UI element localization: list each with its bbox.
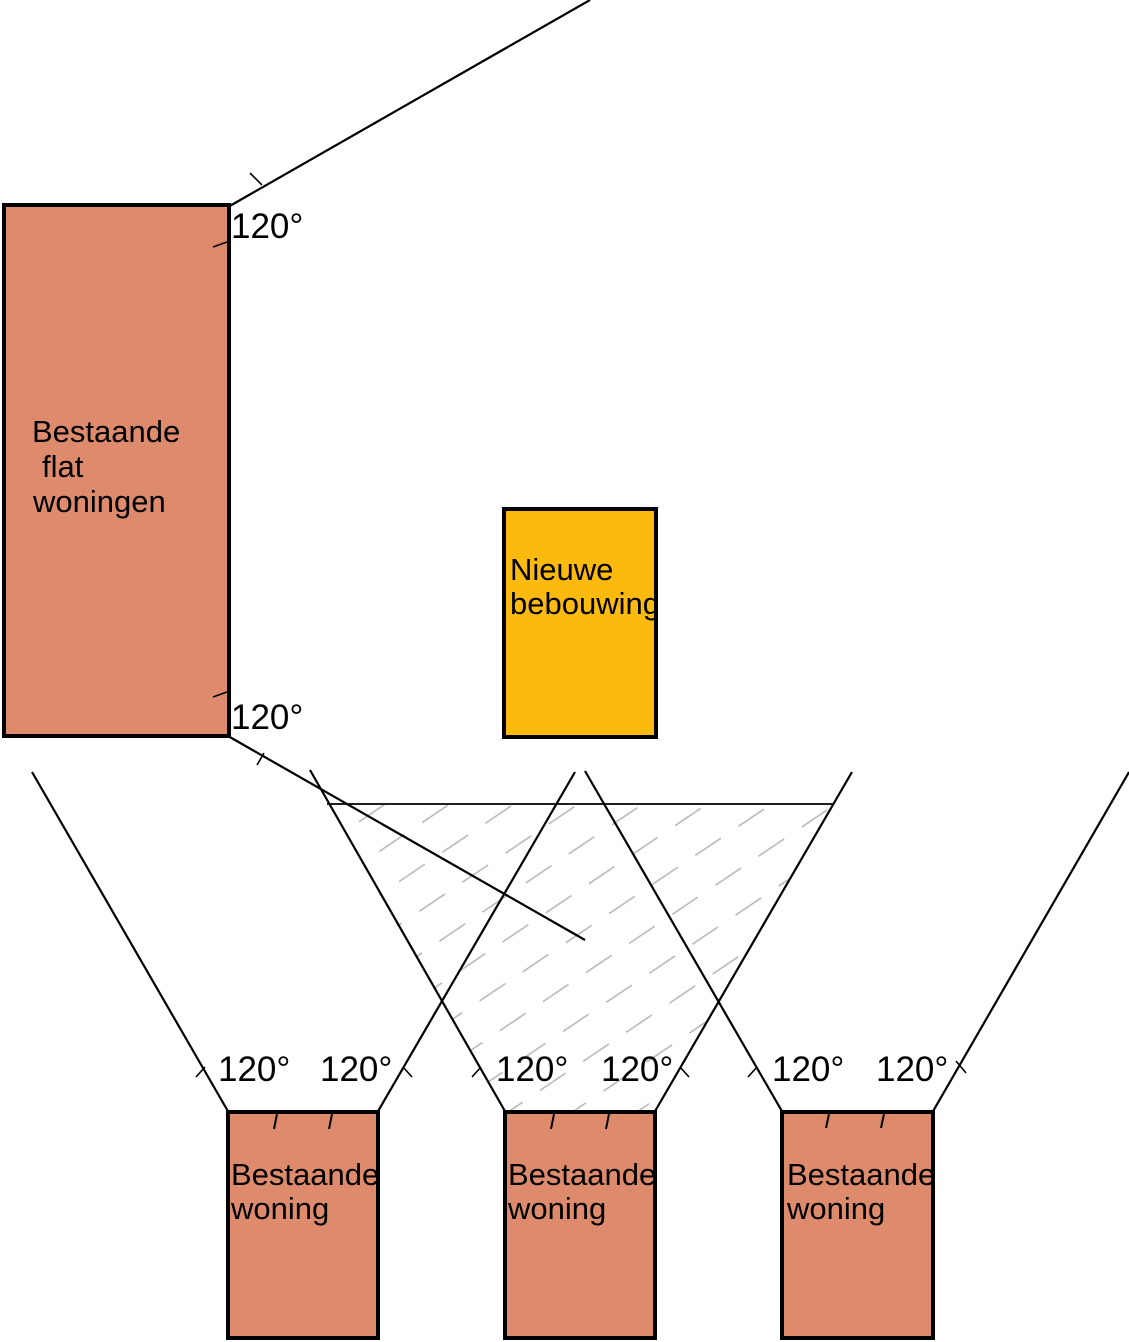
tick-house2-roof-left [550, 1113, 555, 1130]
angle-tick-marks [195, 172, 967, 1130]
sight-line-house3-left [584, 770, 784, 1114]
house3-label-line1: Bestaande [787, 1157, 935, 1192]
tick-house3-roof-left [825, 1113, 830, 1129]
tick-house1-left-line [195, 1066, 206, 1078]
hatched-overlap-area [327, 804, 833, 1112]
tick-house3-right-line [955, 1060, 967, 1074]
sight-line-house3-right [931, 771, 1129, 1114]
sight-line-house1-right [376, 771, 576, 1114]
angle-label-house1-left: 120° [218, 1050, 290, 1089]
tick-flat-top-line [249, 172, 263, 186]
house2-label-line1: Bestaande [508, 1157, 656, 1192]
angle-label-house3-right: 120° [876, 1050, 948, 1089]
angle-label-house2-right: 120° [601, 1050, 673, 1089]
flat-label-line2: flat [42, 449, 84, 484]
tick-flat-bottom-wall [212, 691, 228, 698]
sight-line-flat-top [227, 0, 591, 208]
tick-house3-left-line [747, 1066, 758, 1078]
flat-label: Bestaande flat woningen [32, 414, 180, 519]
tick-flat-bottom-line [256, 752, 265, 766]
new-building-label-line1: Nieuwe [510, 552, 613, 587]
tick-house1-roof-left [273, 1113, 278, 1130]
tick-house2-right-line [679, 1066, 690, 1078]
existing-house-2 [503, 1110, 657, 1340]
house1-label-line2: woning [230, 1191, 329, 1226]
angle-label-flat-bottom: 120° [231, 698, 303, 737]
house2-label-line2: woning [507, 1191, 606, 1226]
existing-house-1 [226, 1110, 380, 1340]
sight-line-house2-left [309, 769, 507, 1114]
tick-house2-roof-right [605, 1113, 610, 1130]
tick-house1-right-line [402, 1066, 413, 1078]
sight-line-house2-right [653, 771, 853, 1114]
house1-label-line1: Bestaande [231, 1157, 379, 1192]
existing-flat-building [2, 203, 231, 738]
new-building-label: Nieuwe bebouwing [510, 552, 660, 621]
new-building-label-line2: bebouwing [510, 586, 660, 621]
new-building [502, 507, 658, 739]
sight-line-flat-bottom [227, 735, 586, 941]
angle-label-house2-left: 120° [496, 1050, 568, 1089]
angle-label-house3-left: 120° [772, 1050, 844, 1089]
house2-label: Bestaande woning [507, 1157, 656, 1226]
house3-label: Bestaande woning [786, 1157, 935, 1226]
flat-label-line3: woningen [32, 484, 166, 519]
sight-line-house1-left [31, 771, 230, 1114]
house3-label-line2: woning [786, 1191, 885, 1226]
angle-label-flat-top: 120° [231, 207, 303, 246]
angle-label-house1-right: 120° [320, 1050, 392, 1089]
tick-flat-top-wall [212, 241, 228, 248]
house1-label: Bestaande woning [230, 1157, 379, 1226]
tick-house3-roof-right [880, 1113, 885, 1129]
existing-house-3 [780, 1110, 935, 1340]
flat-label-line1: Bestaande [32, 414, 180, 449]
tick-house1-roof-right [328, 1113, 333, 1130]
tick-house2-left-line [471, 1066, 482, 1078]
